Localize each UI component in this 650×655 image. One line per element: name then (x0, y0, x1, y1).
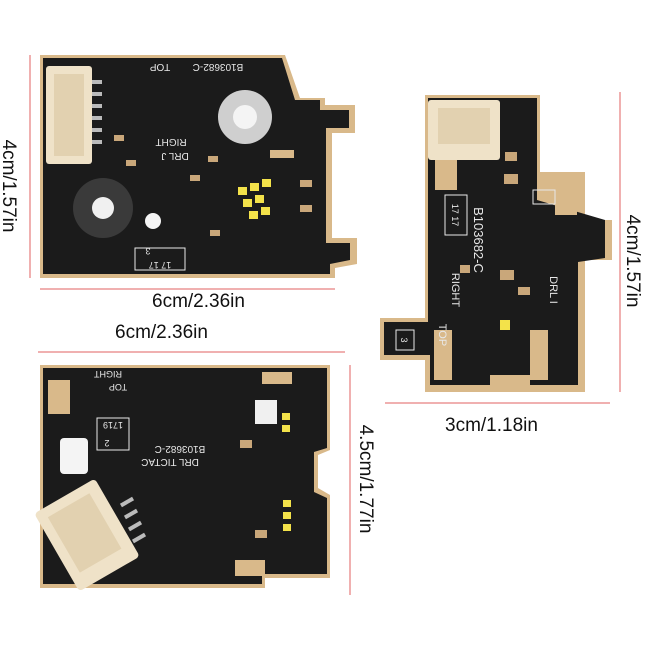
board1-width-label: 6cm/2.36in (152, 291, 245, 312)
board2-width-label: 3cm/1.18in (445, 415, 538, 436)
board1-label-top: TOP (149, 61, 170, 72)
board2-label-code: 17 17 (450, 204, 460, 227)
board3-width-label: 6cm/2.36in (115, 322, 208, 343)
board1-label-num: 3 (145, 246, 150, 256)
board2-label-part: B103682-C (471, 207, 486, 273)
board3-label-code: 1719 (103, 420, 123, 430)
board3-label-num: 2 (104, 438, 109, 448)
board2-label-top: TOP (436, 324, 448, 346)
board3-label-top: TOP (109, 382, 127, 392)
board3-label-right: RIGHT (94, 369, 123, 379)
board3-height-label: 4.5cm/1.77in (355, 424, 376, 534)
pcb-board-3: RIGHT TOP 1719 2 B103682-C DRL TICTAC (35, 365, 330, 591)
board1-led-cluster (238, 179, 271, 219)
board2-label-right: RIGHT (449, 273, 461, 308)
board1-label-part: B103682-C (193, 61, 244, 72)
board2-led (500, 320, 510, 330)
board2-height-label: 4cm/1.57in (622, 214, 643, 308)
board1-height-label: 4cm/1.57in (0, 139, 19, 233)
board3-label-drl: DRL TICTAC (141, 456, 199, 467)
board3-led-cluster (282, 413, 291, 531)
board3-label-part: B103682-C (155, 443, 206, 454)
board1-label-code: 17 17 (149, 260, 172, 270)
board2-label-num: 3 (399, 337, 409, 342)
board2-label-drl: DRL I (547, 276, 559, 304)
board1-label-right: RIGHT (155, 136, 186, 147)
pcb-board-2: B103682-C RIGHT DRL I TOP 17 17 3 (380, 95, 612, 392)
pcb-board-1: TOP B103682-C RIGHT DRL J 17 17 3 (40, 55, 357, 278)
board1-label-drl: DRL J (161, 150, 188, 161)
